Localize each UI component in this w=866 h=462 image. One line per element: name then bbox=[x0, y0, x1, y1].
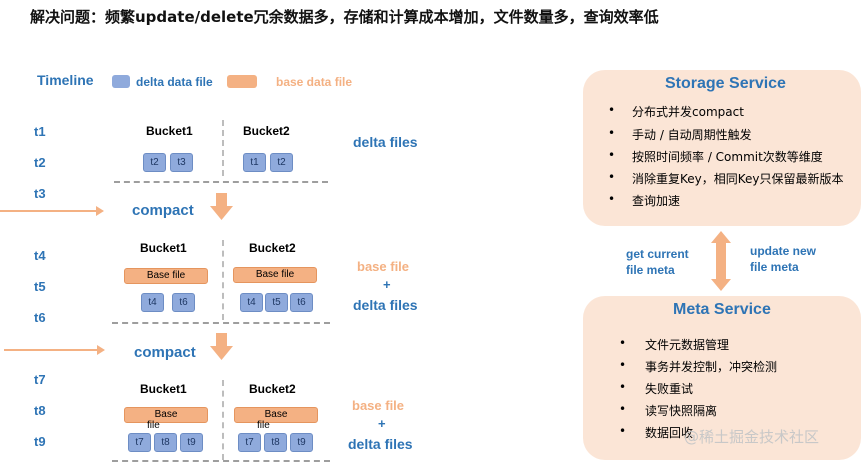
delta-file-chip: t4 bbox=[240, 293, 263, 312]
delta-file-chip: t8 bbox=[264, 433, 287, 452]
delta-file-chip: t7 bbox=[128, 433, 151, 452]
bullet: • bbox=[608, 126, 616, 140]
bucket-divider bbox=[222, 120, 224, 176]
delta-file-chip: t1 bbox=[243, 153, 266, 172]
storage-item: 按照时间频率 / Commit次数等维度 bbox=[632, 150, 823, 164]
storage-service-panel bbox=[583, 70, 861, 226]
time-arrow-1 bbox=[0, 206, 104, 216]
bullet: • bbox=[619, 402, 627, 416]
meta-item: 事务并发控制，冲突检测 bbox=[645, 360, 778, 374]
delta-file-chip: t2 bbox=[270, 153, 293, 172]
delta-file-chip: t6 bbox=[172, 293, 195, 312]
compact-down-arrow-1 bbox=[210, 193, 233, 220]
compact-label: compact bbox=[134, 344, 196, 361]
service-double-arrow bbox=[711, 231, 731, 291]
time-label: t1 bbox=[34, 124, 46, 139]
delta-file-chip: t4 bbox=[141, 293, 164, 312]
delta-legend-swatch bbox=[112, 75, 130, 88]
time-label: t3 bbox=[34, 186, 46, 201]
stage-separator bbox=[112, 460, 330, 462]
base-file-caption: file bbox=[257, 420, 270, 431]
bucket1-label: Bucket1 bbox=[146, 124, 193, 138]
time-label: t9 bbox=[34, 434, 46, 449]
base-file-caption: file bbox=[147, 420, 160, 431]
bucket-divider bbox=[222, 240, 224, 320]
get-meta-label-line2: file meta bbox=[626, 263, 675, 277]
bullet: • bbox=[619, 336, 627, 350]
time-arrow-2 bbox=[4, 345, 105, 355]
base-file-label: base file bbox=[352, 398, 405, 413]
base-file-block: Base file bbox=[233, 267, 317, 283]
bucket1-label: Bucket1 bbox=[140, 382, 187, 396]
delta-file-chip: t9 bbox=[180, 433, 203, 452]
time-label: t2 bbox=[34, 155, 46, 170]
time-label: t5 bbox=[34, 279, 46, 294]
bullet: • bbox=[608, 170, 616, 184]
meta-service-panel bbox=[583, 296, 861, 460]
bucket1-label: Bucket1 bbox=[140, 241, 187, 255]
delta-file-chip: t9 bbox=[290, 433, 313, 452]
bucket2-label: Bucket2 bbox=[249, 241, 296, 255]
bucket2-label: Bucket2 bbox=[249, 382, 296, 396]
delta-file-chip: t5 bbox=[265, 293, 288, 312]
time-label: t6 bbox=[34, 310, 46, 325]
update-meta-label-line2: file meta bbox=[750, 260, 799, 274]
storage-item: 查询加速 bbox=[632, 194, 681, 208]
delta-files-label: delta files bbox=[348, 436, 413, 452]
update-meta-label-line1: update new bbox=[750, 244, 817, 258]
base-legend-label: base data file bbox=[276, 75, 353, 89]
base-file-block: Base file bbox=[124, 268, 208, 284]
base-file-label: base file bbox=[357, 259, 410, 274]
plus-sign: + bbox=[383, 277, 391, 292]
meta-service-title: Meta Service bbox=[673, 301, 771, 318]
page-title: 解决问题：频繁update/delete冗余数据多，存储和计算成本增加，文件数量… bbox=[30, 8, 659, 26]
timeline-label: Timeline bbox=[37, 72, 94, 88]
delta-legend-label: delta data file bbox=[136, 75, 213, 89]
base-file-block: Base bbox=[234, 407, 318, 423]
get-meta-label-line1: get current bbox=[626, 247, 689, 261]
bullet: • bbox=[608, 103, 616, 117]
delta-file-chip: t7 bbox=[238, 433, 261, 452]
delta-file-chip: t2 bbox=[143, 153, 166, 172]
delta-file-chip: t8 bbox=[154, 433, 177, 452]
compact-label: compact bbox=[132, 202, 194, 219]
plus-sign: + bbox=[378, 416, 386, 431]
bullet: • bbox=[608, 192, 616, 206]
base-file-block: Base bbox=[124, 407, 208, 423]
bucket2-label: Bucket2 bbox=[243, 124, 290, 138]
storage-item: 消除重复Key，相同Key只保留最新版本 bbox=[632, 172, 844, 186]
storage-item: 手动 / 自动周期性触发 bbox=[632, 128, 752, 142]
delta-files-label: delta files bbox=[353, 134, 418, 150]
delta-file-chip: t3 bbox=[170, 153, 193, 172]
meta-item: 读写快照隔离 bbox=[645, 404, 718, 418]
storage-item: 分布式并发compact bbox=[632, 105, 744, 119]
bucket-divider bbox=[222, 380, 224, 460]
delta-file-chip: t6 bbox=[290, 293, 313, 312]
bullet: • bbox=[619, 358, 627, 372]
bullet: • bbox=[619, 424, 627, 438]
stage-separator bbox=[114, 181, 328, 183]
time-label: t7 bbox=[34, 372, 46, 387]
bullet: • bbox=[608, 148, 616, 162]
bullet: • bbox=[619, 380, 627, 394]
meta-item: 失败重试 bbox=[645, 382, 694, 396]
stage-separator bbox=[112, 322, 330, 324]
delta-files-label: delta files bbox=[353, 297, 418, 313]
compact-down-arrow-2 bbox=[210, 333, 233, 360]
time-label: t4 bbox=[34, 248, 46, 263]
watermark: @稀土掘金技术社区 bbox=[684, 428, 820, 446]
meta-item: 文件元数据管理 bbox=[645, 338, 730, 352]
storage-service-title: Storage Service bbox=[665, 75, 786, 92]
meta-item: 数据回收 bbox=[645, 426, 694, 440]
base-legend-swatch bbox=[227, 75, 257, 88]
time-label: t8 bbox=[34, 403, 46, 418]
